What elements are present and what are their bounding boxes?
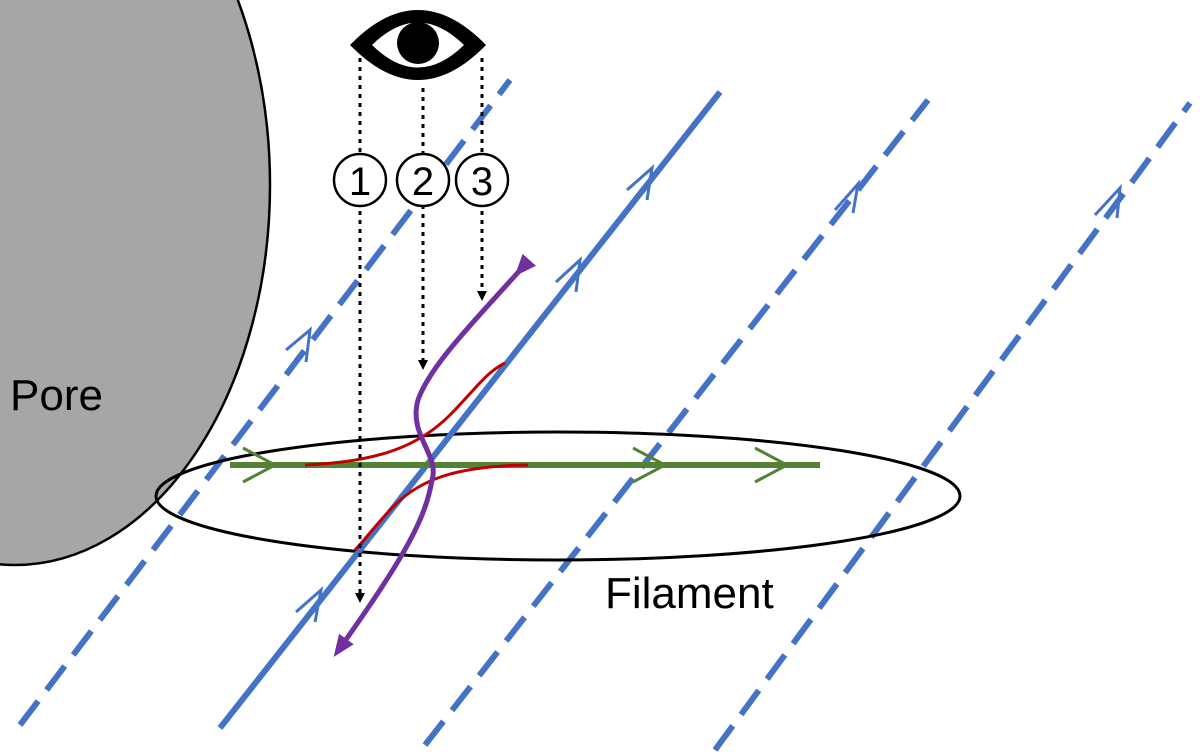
field-arrowhead — [833, 179, 861, 214]
filament-outline — [154, 430, 962, 562]
field-arrowhead — [554, 256, 582, 293]
pore-label: Pore — [10, 371, 103, 420]
view-number-3: 3 — [471, 160, 493, 204]
eye-icon — [350, 10, 486, 80]
axis-arrowhead — [242, 446, 279, 484]
view-marker-1: 1 — [332, 152, 388, 208]
view-marker-2: 2 — [395, 152, 451, 208]
field-arrowhead — [1093, 183, 1122, 219]
field-line-dashed-3 — [712, 101, 1193, 752]
axis-arrowhead — [632, 446, 669, 484]
twisted-field-purple — [333, 253, 537, 657]
view-number-2: 2 — [412, 160, 434, 204]
filament-label: Filament — [605, 569, 774, 618]
view-number-1: 1 — [349, 160, 371, 204]
red-curve-lower — [353, 463, 529, 552]
background-field-arrowheads — [285, 179, 1122, 363]
field-arrowhead — [285, 326, 312, 363]
field-arrowhead — [626, 164, 655, 201]
pore-region — [0, 0, 272, 567]
red-curve-upper — [304, 361, 506, 467]
axis-arrowhead — [754, 446, 791, 484]
field-arrowhead — [295, 585, 324, 623]
view-marker-3: 3 — [454, 152, 510, 208]
